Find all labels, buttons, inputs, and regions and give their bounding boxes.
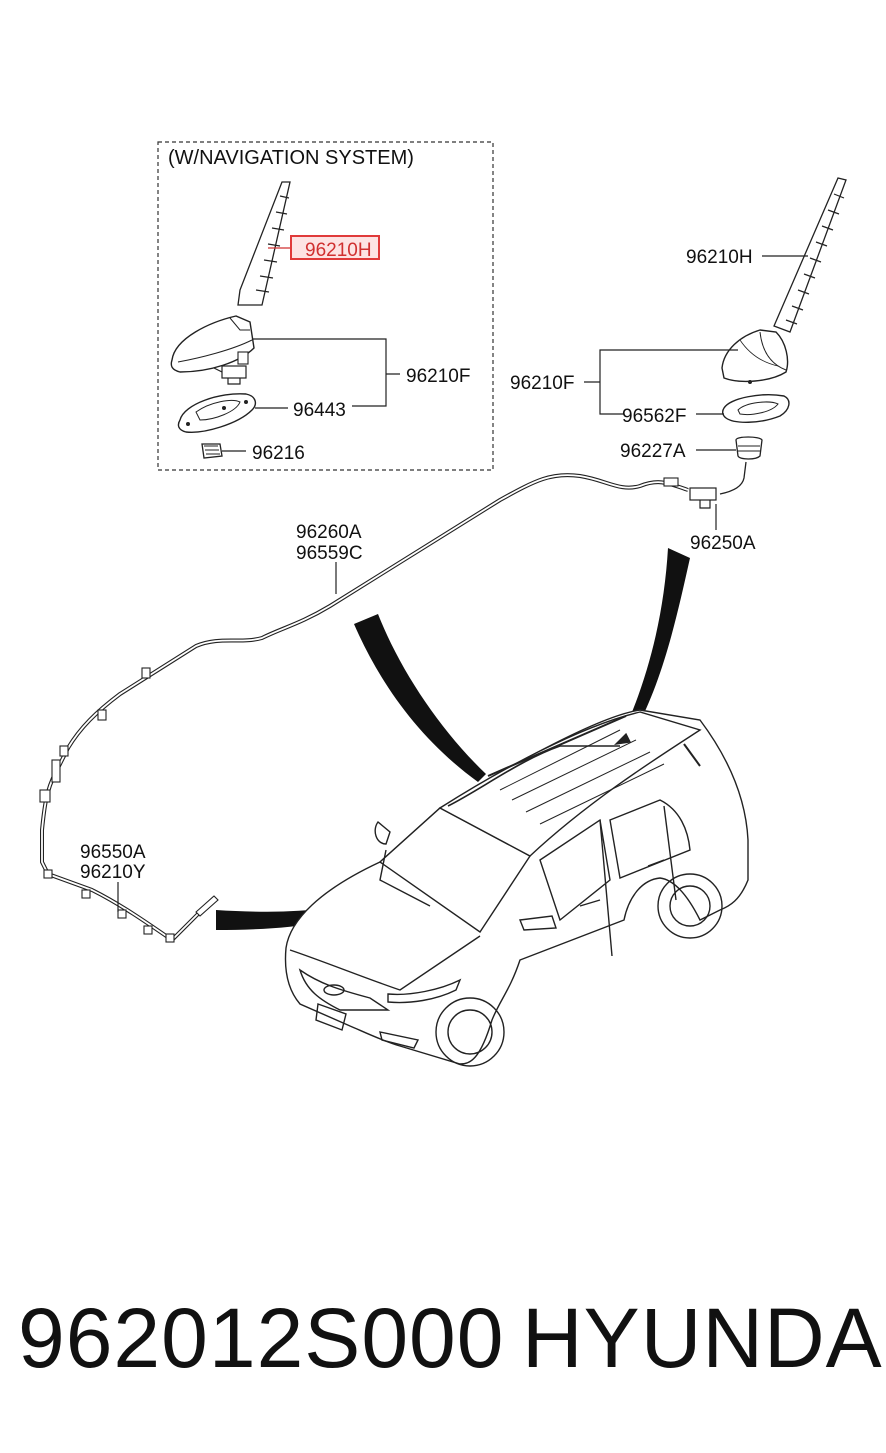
- arrow-windshield: [216, 894, 388, 930]
- std-cable-label: 96250A: [690, 533, 756, 554]
- nav-base-label: 96210F: [406, 366, 470, 387]
- std-antenna-base: [721, 329, 789, 384]
- part-number: 962012S000: [18, 1291, 505, 1385]
- brand-name: HYUNDAI: [522, 1291, 886, 1385]
- nav-antenna-mast: [237, 181, 291, 306]
- arrow-roof-rear: [620, 548, 690, 744]
- arrow-roof-front: [354, 614, 486, 782]
- std-nut-label: 96227A: [620, 441, 686, 462]
- nav-antenna-pad: [177, 393, 257, 433]
- pointer-arrows: [216, 548, 690, 930]
- nav-mast-highlight: [290, 235, 380, 260]
- nav-nut-label: 96216: [252, 443, 305, 464]
- std-antenna-mast: [773, 177, 847, 333]
- standard-antenna-group: 96210H 96210F 96562F 96227A 96250A: [510, 177, 847, 554]
- navigation-system-group: (W/NAVIGATION SYSTEM) 96210H 96210F: [157, 141, 494, 471]
- footer: 962012S000 HYUNDAI: [0, 1290, 886, 1400]
- std-base-leader: [584, 349, 738, 415]
- std-feeder-cable: [689, 461, 747, 509]
- std-mast-label: 96210H: [686, 247, 753, 268]
- nav-base-leader: [252, 338, 400, 407]
- nav-mast-label: 96210H: [305, 240, 372, 261]
- nav-mast-label-group[interactable]: 96210H: [268, 235, 380, 261]
- nav-pad-label: 96443: [293, 400, 346, 421]
- main-roof-cable: [39, 473, 689, 943]
- front-cable-label-1: 96550A: [80, 842, 146, 863]
- main-cable-label-1: 96260A: [296, 522, 362, 543]
- main-cable-label-2: 96559C: [296, 543, 363, 564]
- nav-antenna-nut: [201, 443, 223, 459]
- nav-antenna-base: [170, 315, 255, 385]
- std-base-label: 96210F: [510, 373, 574, 394]
- navigation-box-title: (W/NAVIGATION SYSTEM): [168, 147, 414, 169]
- std-antenna-pad: [721, 394, 790, 423]
- std-antenna-nut: [735, 436, 763, 460]
- navigation-box-border: [157, 141, 494, 471]
- std-pad-label: 96562F: [622, 406, 686, 427]
- vehicle-illustration: [284, 709, 749, 1067]
- front-cable-label-2: 96210Y: [80, 862, 146, 883]
